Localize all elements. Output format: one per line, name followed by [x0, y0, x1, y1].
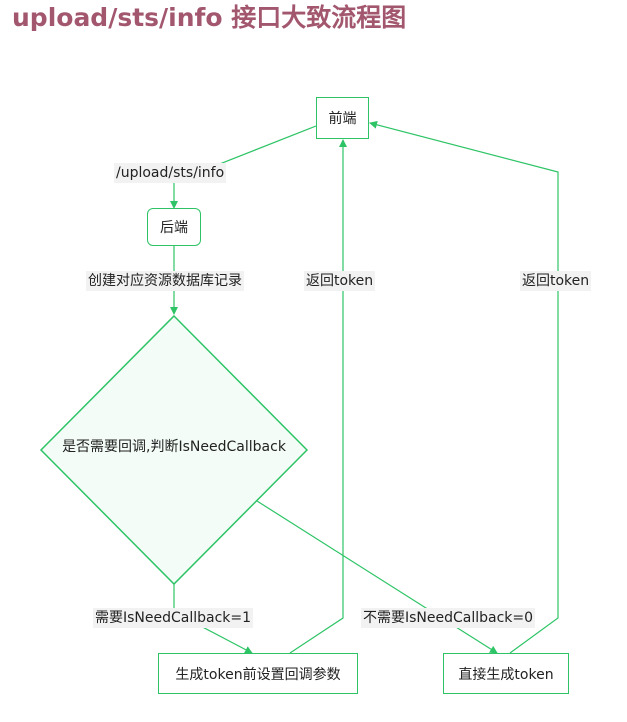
decision-label: 是否需要回调,判断IsNeedCallback [62, 439, 286, 455]
edge-direct-token-to-frontend [369, 120, 559, 654]
edge-label-need-callback: 需要IsNeedCallback=1 [93, 608, 254, 628]
edge-label-create-record: 创建对应资源数据库记录 [86, 271, 244, 291]
callback-token-node: 生成token前设置回调参数 [158, 653, 358, 694]
edge-decision-to-direct-token [256, 500, 498, 654]
backend-node: 后端 [147, 208, 201, 246]
direct-token-node: 直接生成token [443, 653, 569, 694]
frontend-label: 前端 [328, 111, 357, 127]
page-title: upload/sts/info 接口大致流程图 [12, 3, 407, 32]
frontend-node: 前端 [316, 97, 369, 139]
edge-label-return-token-left: 返回token [304, 271, 376, 291]
edge-label-no-callback: 不需要IsNeedCallback=0 [361, 608, 536, 628]
edge-label-return-token-right: 返回token [520, 271, 592, 291]
edge-callback-token-to-frontend [289, 139, 347, 654]
callback-token-label: 生成token前设置回调参数 [175, 666, 341, 683]
backend-label: 后端 [160, 220, 188, 236]
edge-label-request: /upload/sts/info [114, 163, 227, 183]
direct-token-label: 直接生成token [458, 666, 554, 683]
